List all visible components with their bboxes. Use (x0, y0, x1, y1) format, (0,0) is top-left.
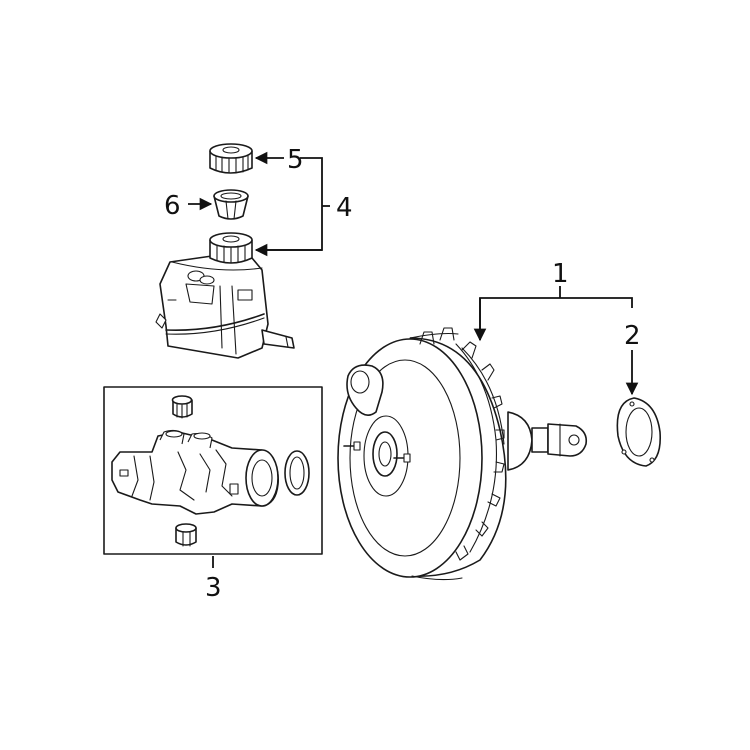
nut-icon (175, 523, 197, 547)
brake-booster-icon (337, 327, 588, 581)
gasket-icon (616, 397, 662, 467)
reservoir-icon (155, 232, 295, 359)
o-ring-icon (284, 450, 310, 496)
callout-leaders (188, 151, 639, 568)
strainer-icon (213, 189, 249, 220)
callout-5: 5 (287, 145, 304, 175)
callout-2: 2 (624, 321, 641, 351)
callout-6: 6 (164, 191, 181, 221)
callout-1: 1 (552, 259, 569, 289)
master-cylinder-box (103, 386, 323, 555)
callout-4: 4 (336, 193, 353, 223)
reservoir-cap-icon (209, 143, 253, 174)
callout-3: 3 (205, 573, 222, 603)
master-cylinder-icon (111, 395, 279, 515)
